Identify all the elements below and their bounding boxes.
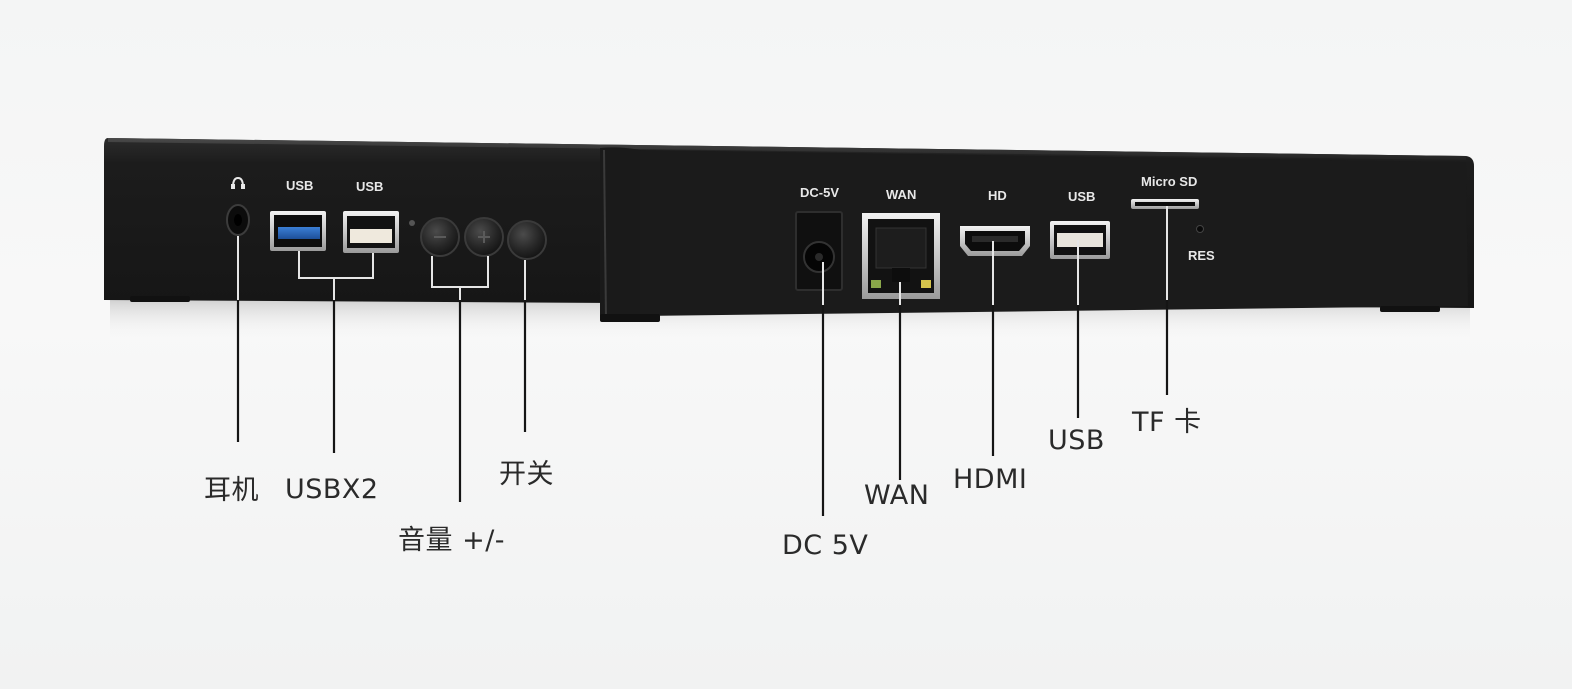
usb2-port-left[interactable] [343,211,399,253]
usb3-port[interactable] [270,211,326,251]
volume-down-button[interactable] [420,217,460,257]
volume-up-button[interactable] [464,217,504,257]
hd-label: HD [988,188,1007,203]
callout-usbx2: USBX2 [285,474,379,505]
usb-right-label: USB [1068,189,1095,204]
microsd-slot[interactable] [1131,199,1199,209]
dc-label: DC-5V [800,185,839,200]
power-button[interactable] [507,220,547,260]
usb-port-right[interactable] [1050,221,1110,259]
callout-earphone: 耳机 [204,475,259,506]
reset-button[interactable] [1196,225,1204,233]
headphone-icon [231,176,245,189]
res-label: RES [1188,248,1215,263]
leader-lines [236,206,1169,516]
microsd-label: Micro SD [1141,174,1197,189]
callout-volume: 音量 +/- [398,525,506,556]
usb-left-label-2: USB [356,179,383,194]
callout-hdmi: HDMI [953,464,1028,495]
dc-power-jack[interactable] [795,211,843,291]
callout-wan: WAN [864,480,930,511]
callout-tf: TF 卡 [1132,407,1202,438]
callout-power-switch: 开关 [499,459,554,490]
hdmi-port[interactable] [960,226,1030,256]
indicator-led [409,220,415,226]
wan-label: WAN [886,187,916,202]
earphone-jack[interactable] [226,204,250,236]
callout-dc5v: DC 5V [782,530,869,561]
callout-usb: USB [1048,425,1105,456]
usb-left-label-1: USB [286,178,313,193]
